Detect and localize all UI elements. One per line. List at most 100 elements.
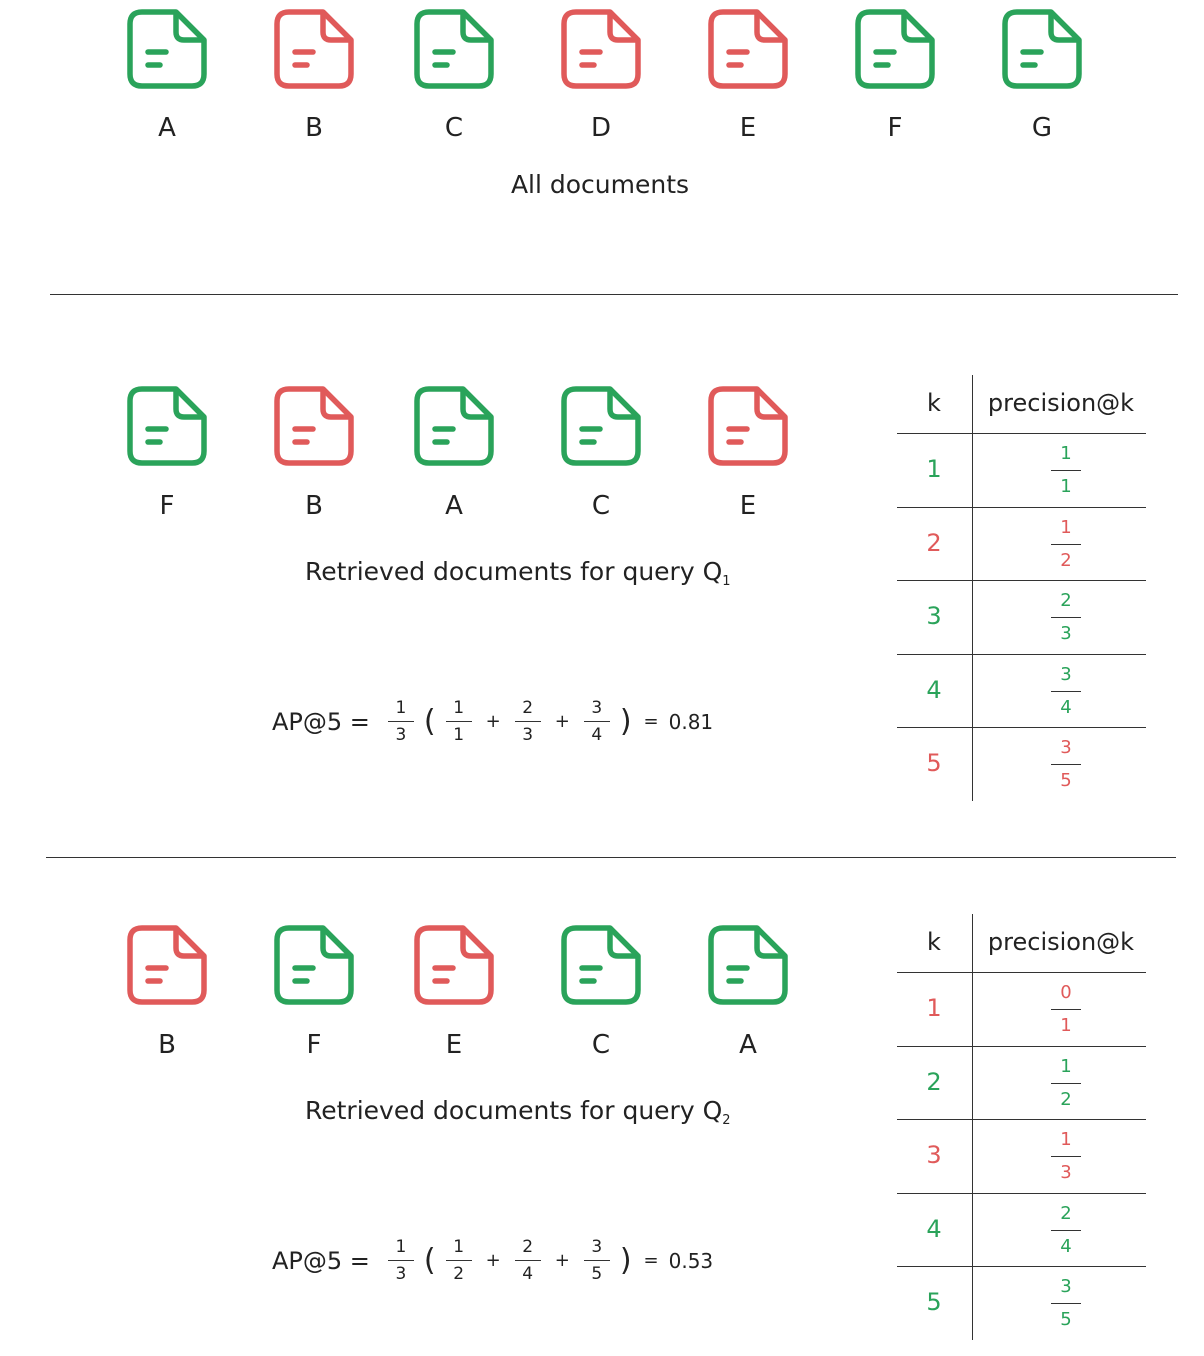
table-row-rule [897,1193,1146,1194]
table-k-value: 5 [926,1288,942,1316]
ap-label: AP@5 = [272,1246,370,1275]
precision-denominator: 2 [1060,1089,1072,1110]
table-row-rule [897,1046,1146,1047]
section-divider [46,857,1176,858]
close-paren: ) [619,704,632,739]
fraction-denominator: 5 [591,1264,603,1284]
precision-numerator: 3 [1060,664,1072,685]
document-label: D [590,113,612,143]
document-icon [705,6,791,92]
precision-denominator: 3 [1060,623,1072,644]
fraction-numerator: 1 [453,1237,465,1257]
table-header-k: k [927,928,941,956]
document-icon [271,383,357,469]
table-row-rule [897,1266,1146,1267]
document-icon [271,922,357,1008]
fraction-bar [583,1260,610,1261]
query-subscript: 2 [722,1113,731,1128]
document-label: A [739,1030,757,1060]
precision-numerator: 1 [1060,443,1072,464]
precision-numerator: 2 [1060,1203,1072,1224]
fraction-denominator: 3 [395,725,407,745]
document-icon [124,383,210,469]
query-caption-text: Retrieved documents for query Q [305,557,723,586]
precision-bar [1051,1083,1081,1084]
table-header-k: k [927,389,941,417]
document-label: C [444,113,464,143]
precision-numerator: 2 [1060,590,1072,611]
fraction-bar [514,721,541,722]
plus-sign: + [485,1250,501,1271]
document-icon [705,922,791,1008]
precision-bar [1051,544,1081,545]
query-caption: Retrieved documents for query Q1 [305,557,731,589]
table-row-rule [897,972,1146,973]
plus-sign: + [485,711,501,732]
table-k-value: 1 [926,455,942,483]
table-row-rule [897,727,1146,728]
table-vertical-rule [972,375,973,801]
fraction-bar [583,721,610,722]
precision-denominator: 5 [1060,1309,1072,1330]
table-k-value: 4 [926,1215,942,1243]
all-documents-caption: All documents [510,170,690,199]
fraction-denominator: 3 [395,1264,407,1284]
table-header-precision: precision@k [987,928,1135,956]
precision-denominator: 4 [1060,1236,1072,1257]
document-label: E [739,491,757,521]
precision-denominator: 2 [1060,550,1072,571]
document-label: B [305,113,323,143]
document-label: B [158,1030,176,1060]
precision-numerator: 3 [1060,1276,1072,1297]
precision-numerator: 1 [1060,1056,1072,1077]
document-icon [411,383,497,469]
section-divider [50,294,1178,295]
table-k-value: 4 [926,676,942,704]
plus-sign: + [554,1250,570,1271]
document-label: E [739,113,757,143]
document-label: E [445,1030,463,1060]
open-paren: ( [423,1243,436,1278]
table-row-rule [897,580,1146,581]
equals-sign: = [643,711,659,732]
document-label: B [305,491,323,521]
precision-numerator: 1 [1060,1129,1072,1150]
table-row-rule [897,433,1146,434]
table-row-rule [897,654,1146,655]
fraction-denominator: 1 [453,725,465,745]
table-k-value: 5 [926,749,942,777]
fraction-denominator: 2 [453,1264,465,1284]
document-icon [705,383,791,469]
document-icon [411,922,497,1008]
document-label: C [591,491,611,521]
query-caption: Retrieved documents for query Q2 [305,1096,731,1128]
precision-denominator: 5 [1060,770,1072,791]
document-icon [852,6,938,92]
precision-bar [1051,470,1081,471]
ap-label: AP@5 = [272,707,370,736]
table-k-value: 1 [926,994,942,1022]
fraction-bar [387,721,414,722]
document-icon [999,6,1085,92]
document-icon [411,6,497,92]
document-label: F [306,1030,322,1060]
table-header-precision: precision@k [987,389,1135,417]
document-label: A [445,491,463,521]
plus-sign: + [554,711,570,732]
fraction-numerator: 2 [522,1237,534,1257]
document-icon [124,6,210,92]
precision-numerator: 3 [1060,737,1072,758]
